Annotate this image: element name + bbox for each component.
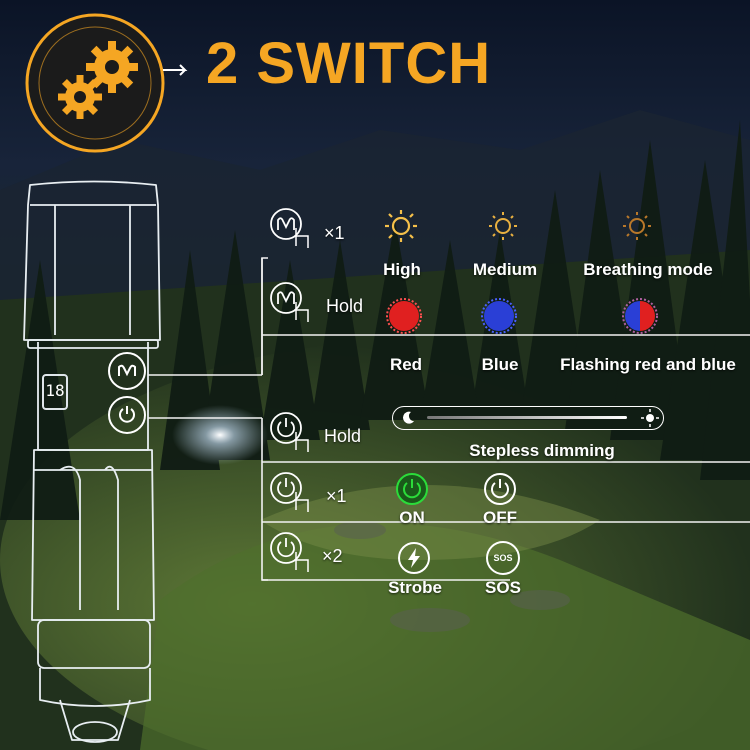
mode-label-blue: Blue [481,355,519,374]
action-label: ×2 [322,546,343,566]
stepless-dimming-label: Stepless dimming [469,441,615,460]
bolt-icon [398,542,430,574]
mode-label-breathing: Breathing mode [583,260,713,279]
sun-small-icon [641,409,659,427]
display-value: 18 [45,381,65,400]
power-hold-icon [270,412,309,452]
mode-label-red: Red [389,355,423,374]
mode-label-flashing: Flashing red and blue [560,355,736,374]
off-label: OFF [483,508,517,527]
action-label: Hold [326,296,364,316]
mode-press-icon [270,208,309,248]
strobe-label: Strobe [388,578,442,597]
power-on-icon [396,473,428,505]
power-press-icon [270,472,309,512]
on-label: ON [399,508,425,527]
power-off-icon [484,473,516,505]
sos-icon-text: SOS [493,553,513,563]
flashlight-power-button[interactable] [108,396,146,434]
page-title: 2 SWITCH [206,31,492,96]
dimming-slider[interactable] [392,406,664,430]
sos-icon: SOS [486,541,520,575]
moon-icon [403,411,414,424]
power-icon [119,406,135,423]
action-label: Hold [324,426,362,446]
mode-label-medium: Medium [472,260,538,279]
sun-medium-icon [489,212,517,240]
action-label: ×1 [326,486,347,506]
mode-hold-icon [270,282,309,322]
sos-label: SOS [485,578,521,597]
sun-breathing-icon [623,212,651,240]
mode-m-icon [118,364,136,377]
dimming-track [427,416,627,419]
blue-light-icon [481,298,517,334]
power-double-icon [270,532,309,572]
red-light-icon [386,298,422,334]
flashlight-mode-button[interactable] [108,352,146,390]
gear-icon [58,41,138,119]
flashlight-display: 18 [42,374,68,410]
mode-label-high: High [383,260,421,279]
red-blue-flash-icon [622,298,658,334]
action-label: ×1 [324,223,345,243]
sun-icon [385,210,417,242]
